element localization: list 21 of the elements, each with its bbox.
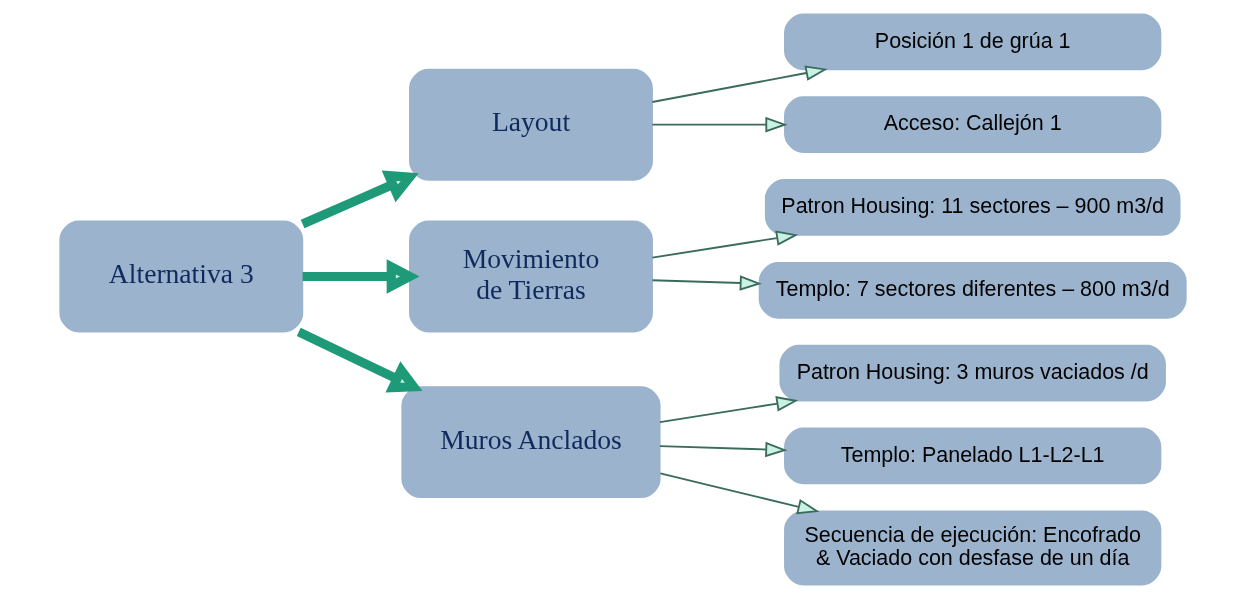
arrow xyxy=(300,170,419,229)
arrow xyxy=(651,275,762,291)
node-box: Movimiento de Tierras xyxy=(409,220,653,333)
arrow xyxy=(651,65,828,103)
node-box: Templo: Panelado L1-L2-L1 xyxy=(784,427,1162,485)
node-box: Muros Anclados xyxy=(401,386,661,499)
arrow xyxy=(659,472,820,515)
arrow xyxy=(659,396,799,423)
arrow xyxy=(296,327,423,393)
node-box: Secuencia de ejecución: Encofrado & Vaciado con desfase de un día xyxy=(784,510,1162,586)
node-box: Layout xyxy=(409,68,653,181)
node-box: Acceso: Callejón 1 xyxy=(784,96,1162,154)
arrow xyxy=(659,441,788,458)
node-box: Templo: 7 sectores diferentes – 800 m3/d xyxy=(758,261,1187,319)
node-box: Alternativa 3 xyxy=(59,220,304,333)
arrow xyxy=(651,230,799,259)
node-box: Posición 1 de grúa 1 xyxy=(784,13,1162,71)
node-box: Patron Housing: 3 muros vaciados /d xyxy=(779,344,1166,402)
arrow xyxy=(302,259,420,294)
arrow xyxy=(651,116,788,133)
node-box: Patron Housing: 11 sectores – 900 m3/d xyxy=(764,179,1181,236)
